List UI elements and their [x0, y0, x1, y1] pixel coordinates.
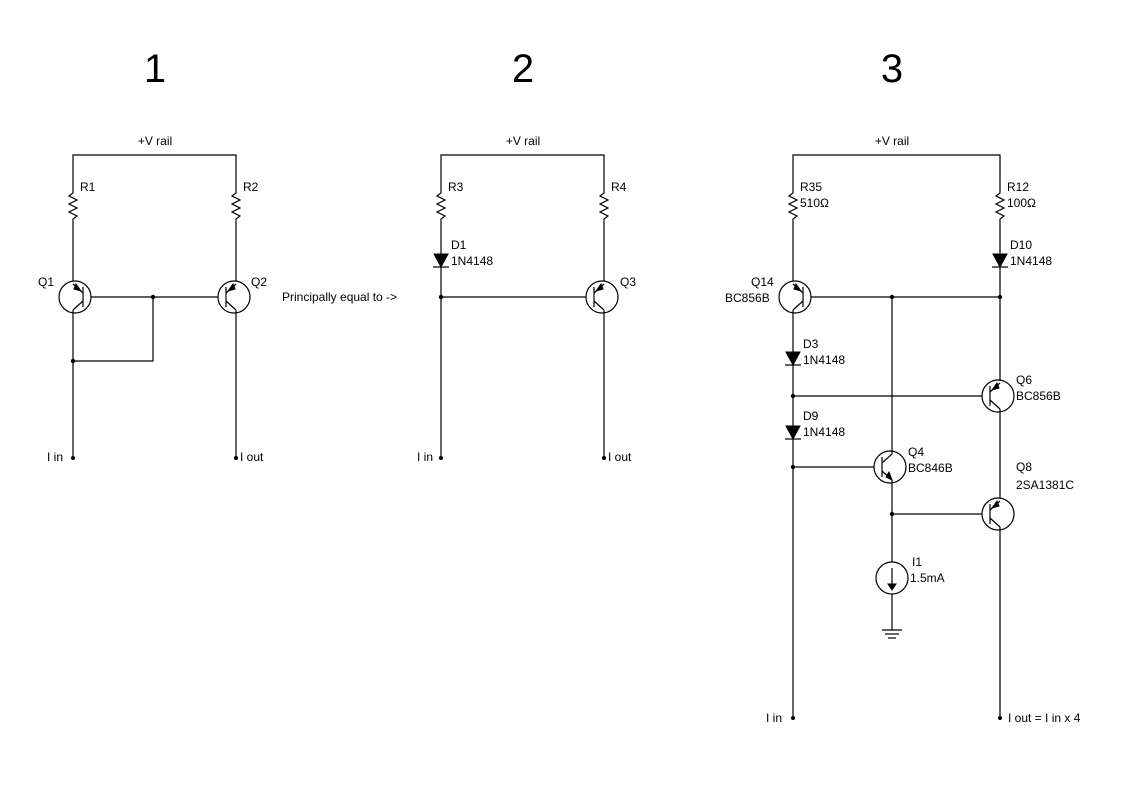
label-d9: D9	[803, 409, 819, 423]
label-r4: R4	[611, 180, 627, 194]
transistor-q14	[778, 280, 812, 314]
label-d3-part: 1N4148	[803, 353, 845, 367]
rail-label-1: +V rail	[138, 134, 172, 148]
panel-number-1: 1	[144, 47, 166, 91]
label-q3: Q3	[620, 275, 636, 289]
label-q4-part: BC846B	[908, 461, 953, 475]
label-c3-iin: I in	[766, 711, 782, 725]
resistor-r2	[230, 190, 242, 222]
circuit-1: +V rail R1 R2 Q1 Q2	[38, 134, 267, 464]
transistor-q3	[585, 280, 619, 314]
label-c2-iout: I out	[608, 450, 632, 464]
current-source-i1	[875, 561, 909, 595]
label-q6-part: BC856B	[1016, 389, 1061, 403]
label-d3: D3	[803, 337, 819, 351]
label-r1: R1	[80, 180, 96, 194]
rail-wire-1	[72, 154, 237, 190]
label-c2-iin: I in	[417, 450, 433, 464]
resistor-r3	[435, 190, 447, 222]
label-c1-iin: I in	[47, 450, 63, 464]
diode-d9	[785, 425, 801, 441]
circuit-2: +V rail R3 R4 D1 1N4148 Q3	[417, 134, 636, 464]
label-d10: D10	[1010, 238, 1032, 252]
diode-d3	[785, 351, 801, 367]
transistor-q4	[873, 450, 907, 484]
rail-wire-3	[792, 154, 1001, 190]
label-c3-iout: I out = I in x 4	[1008, 711, 1081, 725]
label-q8: Q8	[1016, 460, 1032, 474]
diode-d10	[992, 253, 1008, 269]
label-d9-part: 1N4148	[803, 425, 845, 439]
label-d1-part: 1N4148	[451, 254, 493, 268]
rail-label-3: +V rail	[875, 134, 909, 148]
resistor-r4	[598, 190, 610, 222]
label-i1: I1	[912, 555, 922, 569]
label-q6: Q6	[1016, 373, 1032, 387]
label-q14: Q14	[751, 275, 774, 289]
rail-label-2: +V rail	[506, 134, 540, 148]
label-q4: Q4	[908, 445, 924, 459]
label-r35: R35	[800, 180, 822, 194]
label-q8-part: 2SA1381C	[1016, 478, 1074, 492]
transistor-q2	[217, 280, 251, 314]
label-r35-value: 510Ω	[800, 196, 829, 210]
transistor-q6	[981, 379, 1015, 413]
equivalence-note: Principally equal to ->	[282, 290, 397, 304]
label-r12-value: 100Ω	[1007, 196, 1036, 210]
panel-number-2: 2	[512, 47, 534, 91]
diode-d1	[433, 253, 449, 269]
label-q2: Q2	[251, 275, 267, 289]
transistor-q8	[981, 497, 1015, 531]
transistor-q1	[58, 280, 92, 314]
ground-icon	[882, 629, 902, 639]
panel-number-3: 3	[881, 47, 903, 91]
label-r12: R12	[1007, 180, 1029, 194]
label-d10-part: 1N4148	[1010, 254, 1052, 268]
circuit-3: +V rail R35 510Ω R12 100Ω D10 1N4148	[725, 134, 1081, 725]
resistor-r1	[67, 190, 79, 222]
label-r2: R2	[243, 180, 259, 194]
label-r3: R3	[448, 180, 464, 194]
label-q1: Q1	[38, 275, 54, 289]
label-c1-iout: I out	[240, 450, 264, 464]
rail-wire-2	[440, 154, 605, 190]
label-d1: D1	[451, 238, 467, 252]
resistor-r35	[787, 190, 799, 222]
label-q14-part: BC856B	[725, 291, 770, 305]
label-i1-value: 1.5mA	[910, 571, 945, 585]
resistor-r12	[994, 190, 1006, 222]
